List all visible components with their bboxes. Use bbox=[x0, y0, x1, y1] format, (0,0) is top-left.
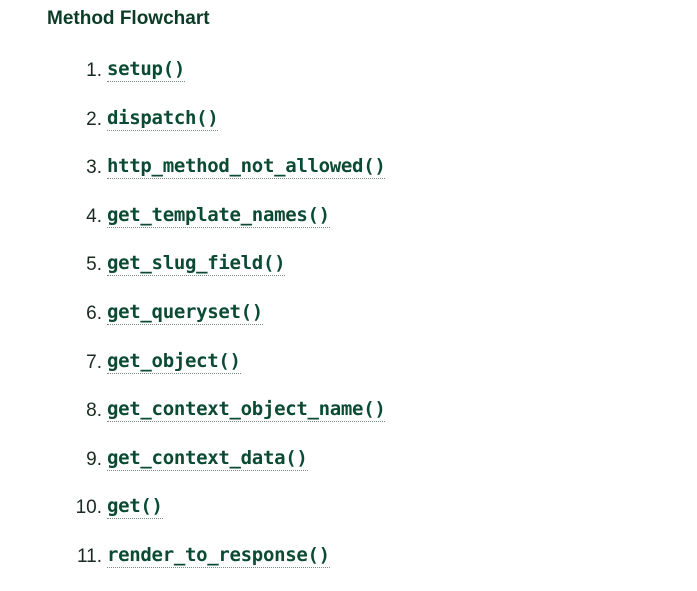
method-link[interactable]: http_method_not_allowed() bbox=[107, 155, 386, 180]
list-number: 5. bbox=[86, 254, 102, 276]
method-link[interactable]: get_queryset() bbox=[107, 300, 263, 325]
list-number: 11. bbox=[76, 545, 102, 567]
list-number: 3. bbox=[86, 157, 102, 179]
list-number: 7. bbox=[86, 351, 102, 373]
method-link[interactable]: render_to_response() bbox=[107, 543, 330, 568]
list-number: 10. bbox=[75, 497, 102, 519]
list-number: 6. bbox=[86, 302, 102, 324]
method-link[interactable]: get_context_object_name() bbox=[107, 398, 386, 423]
method-link[interactable]: get_template_names() bbox=[107, 203, 330, 228]
method-link[interactable]: get_context_data() bbox=[107, 446, 308, 471]
method-link[interactable]: dispatch() bbox=[107, 106, 219, 131]
method-link[interactable]: get_slug_field() bbox=[107, 252, 286, 277]
method-link[interactable]: setup() bbox=[107, 58, 185, 82]
list-number: 1. bbox=[86, 60, 102, 81]
list-number: 9. bbox=[86, 448, 102, 470]
list-number: 4. bbox=[86, 205, 102, 227]
list-number: 8. bbox=[86, 400, 102, 422]
method-link[interactable]: get_object() bbox=[107, 349, 241, 374]
section-heading: Method Flowchart bbox=[47, 8, 210, 29]
list-number: 2. bbox=[86, 108, 102, 130]
method-link[interactable]: get() bbox=[107, 495, 163, 520]
